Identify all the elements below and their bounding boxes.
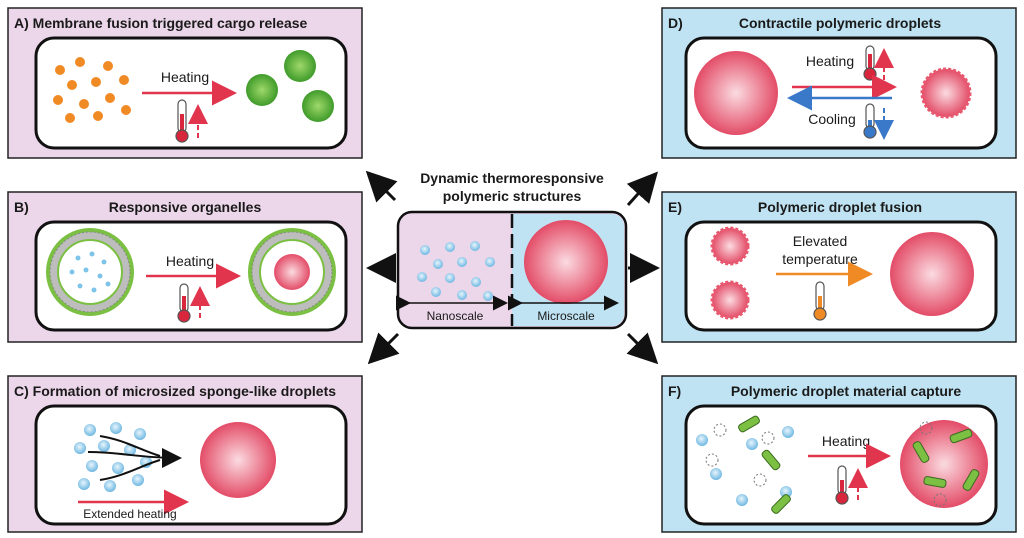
arrow-to-F bbox=[626, 332, 659, 365]
panel-E-label: E) bbox=[668, 199, 682, 215]
sponge-particles bbox=[74, 422, 152, 492]
panel-F-label: F) bbox=[668, 383, 681, 399]
thermometer-icon bbox=[835, 465, 849, 505]
thermometer-icon bbox=[177, 283, 191, 323]
panel-C-title: C) Formation of microsized sponge-like d… bbox=[14, 383, 336, 399]
center-node: Dynamic thermoresponsive polymeric struc… bbox=[396, 170, 628, 330]
panel-B-label: B) bbox=[14, 199, 29, 215]
arrow-to-A bbox=[365, 170, 398, 203]
contracted-droplet bbox=[920, 67, 972, 119]
panel-C: C) Formation of microsized sponge-like d… bbox=[7, 375, 363, 533]
center-title-line2: polymeric structures bbox=[443, 188, 582, 204]
panel-D-cool-label: Cooling bbox=[808, 111, 855, 127]
panel-F-action: Heating bbox=[822, 433, 870, 449]
small-droplet-bottom bbox=[710, 280, 750, 320]
free-material bbox=[696, 415, 794, 514]
loaded-vesicles bbox=[246, 50, 334, 122]
panel-B-action: Heating bbox=[166, 253, 214, 269]
thermometer-icon bbox=[863, 103, 877, 139]
capturing-droplet bbox=[900, 420, 988, 508]
panel-D-label: D) bbox=[668, 15, 683, 31]
panel-C-inner bbox=[34, 404, 348, 526]
panel-A-action: Heating bbox=[161, 69, 209, 85]
micro-droplet bbox=[524, 220, 608, 304]
fused-droplet bbox=[890, 232, 974, 316]
panel-A-title: A) Membrane fusion triggered cargo relea… bbox=[14, 15, 308, 31]
thermometer-icon bbox=[863, 45, 877, 81]
thermometer-icon bbox=[175, 99, 189, 143]
merge-arrows bbox=[87, 435, 182, 481]
small-droplet-top bbox=[710, 226, 750, 266]
panel-E-action-line1: Elevated bbox=[793, 233, 847, 249]
panel-F-title: Polymeric droplet material capture bbox=[731, 383, 962, 399]
panel-A: A) Membrane fusion triggered cargo relea… bbox=[7, 7, 363, 159]
panel-D: D) Contractile polymeric droplets Heatin… bbox=[661, 7, 1017, 159]
arrow-to-D bbox=[626, 171, 659, 207]
cargo-particles bbox=[53, 57, 131, 123]
panel-B-title: Responsive organelles bbox=[109, 199, 262, 215]
panel-B: B) Responsive organelles Heating bbox=[7, 191, 363, 343]
large-droplet bbox=[694, 51, 778, 135]
panel-C-action: Extended heating bbox=[83, 507, 176, 521]
nanoscale-label: Nanoscale bbox=[427, 309, 484, 323]
sponge-droplet bbox=[200, 422, 276, 498]
panel-D-title: Contractile polymeric droplets bbox=[739, 15, 941, 31]
panel-F: F) Polymeric droplet material capture He… bbox=[661, 375, 1017, 533]
connector-arrows bbox=[365, 170, 660, 365]
thermometer-icon bbox=[813, 281, 827, 321]
microscale-label: Microscale bbox=[537, 309, 595, 323]
panel-E-title: Polymeric droplet fusion bbox=[758, 199, 922, 215]
panel-D-heat-label: Heating bbox=[806, 53, 854, 69]
center-title-line1: Dynamic thermoresponsive bbox=[420, 170, 604, 186]
panel-E: E) Polymeric droplet fusion Elevated tem… bbox=[661, 191, 1017, 343]
organelle-after bbox=[248, 228, 336, 316]
panel-E-action-line2: temperature bbox=[782, 251, 858, 267]
organelle-before bbox=[46, 228, 134, 316]
arrow-to-C bbox=[367, 332, 400, 365]
